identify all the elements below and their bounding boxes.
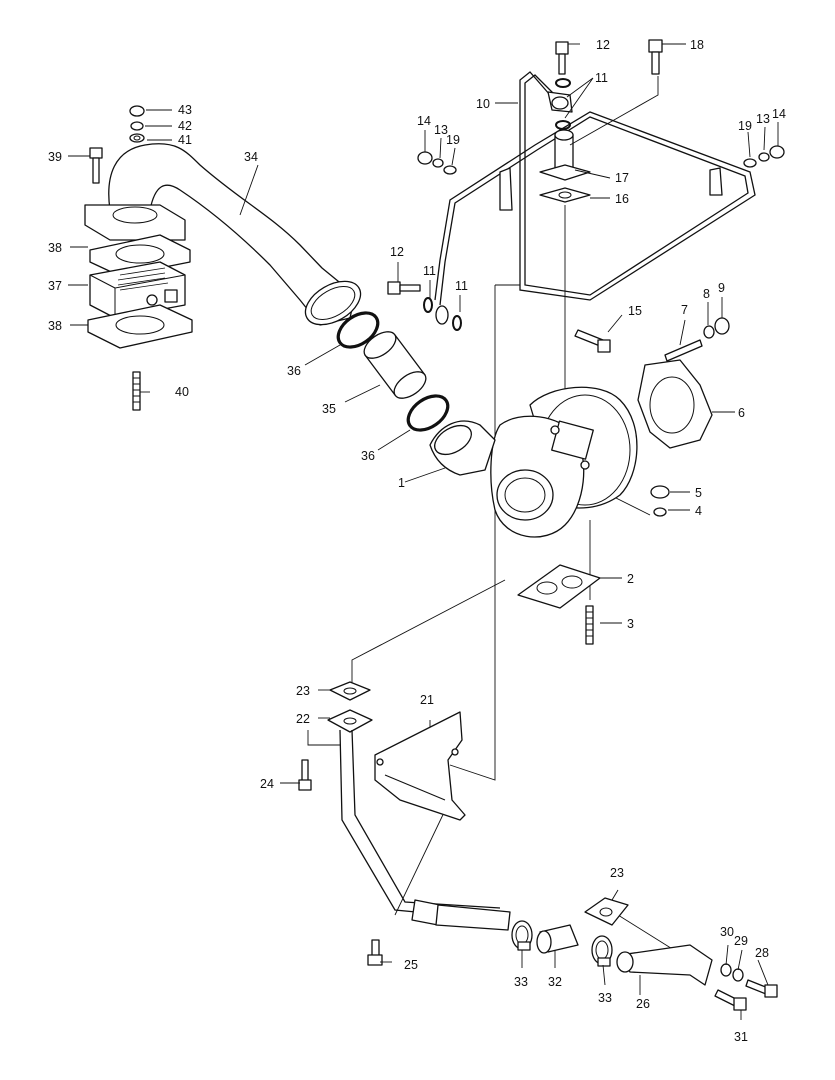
callout-label: 42 bbox=[178, 119, 192, 133]
bolt bbox=[648, 39, 663, 75]
callout-label: 13 bbox=[756, 112, 770, 126]
callout-label: 36 bbox=[361, 449, 375, 463]
callout-leaders bbox=[68, 43, 779, 1020]
flange-gasket bbox=[637, 359, 713, 449]
fitting bbox=[539, 129, 591, 181]
callout-label: 18 bbox=[690, 38, 704, 52]
washer bbox=[743, 158, 757, 168]
bolt bbox=[298, 759, 312, 791]
stud bbox=[585, 605, 594, 645]
drain-gasket-lower bbox=[584, 897, 629, 926]
drain-gasket-upper bbox=[329, 681, 371, 701]
bracket bbox=[374, 711, 466, 821]
callout-label: 9 bbox=[718, 281, 725, 295]
callout-label: 43 bbox=[178, 103, 192, 117]
callout-label: 41 bbox=[178, 133, 192, 147]
callout-label: 11 bbox=[423, 264, 436, 278]
callout-label: 31 bbox=[734, 1030, 748, 1044]
callout-label: 23 bbox=[296, 684, 310, 698]
elbow-pipe bbox=[84, 143, 362, 326]
callout-label: 5 bbox=[695, 486, 702, 500]
fitting-gasket bbox=[539, 187, 591, 203]
bolt bbox=[714, 989, 747, 1011]
bolt bbox=[89, 147, 103, 184]
callout-label: 13 bbox=[434, 123, 448, 137]
oil-feed-pipe bbox=[434, 71, 756, 306]
callout-label: 22 bbox=[296, 712, 310, 726]
o-ring-lower bbox=[406, 394, 450, 432]
callout-label: 25 bbox=[404, 958, 418, 972]
connecting-sleeve bbox=[363, 331, 427, 399]
hose-clamp-right bbox=[591, 935, 613, 967]
base-gasket bbox=[517, 564, 601, 609]
callout-label: 40 bbox=[175, 385, 189, 399]
callout-label: 4 bbox=[695, 504, 702, 518]
callout-label: 35 bbox=[322, 402, 336, 416]
drain-flange bbox=[327, 709, 373, 733]
callout-label: 33 bbox=[514, 975, 528, 989]
callout-label: 32 bbox=[548, 975, 562, 989]
o-ring-upper bbox=[336, 311, 380, 349]
stud-washer-nut bbox=[664, 317, 730, 362]
bolt bbox=[367, 939, 383, 966]
callout-label: 19 bbox=[738, 119, 752, 133]
callout-label: 17 bbox=[615, 171, 629, 185]
callout-label: 11 bbox=[455, 279, 468, 293]
callout-label: 8 bbox=[703, 287, 710, 301]
banjo-bolt-side bbox=[387, 281, 462, 331]
callout-label: 33 bbox=[598, 991, 612, 1005]
bolt bbox=[574, 329, 611, 353]
callout-label: 12 bbox=[596, 38, 610, 52]
washer bbox=[720, 963, 732, 977]
callout-label: 30 bbox=[720, 925, 734, 939]
callout-label: 28 bbox=[755, 946, 769, 960]
callout-label: 37 bbox=[48, 279, 62, 293]
callout-label: 29 bbox=[734, 934, 748, 948]
banjo-bolt-top bbox=[555, 41, 571, 130]
callout-label: 16 bbox=[615, 192, 629, 206]
callout-label: 36 bbox=[287, 364, 301, 378]
callout-label: 3 bbox=[627, 617, 634, 631]
callout-label: 1 bbox=[398, 476, 405, 490]
gasket-lower bbox=[87, 304, 193, 349]
washer bbox=[432, 158, 444, 168]
callout-label: 23 bbox=[610, 866, 624, 880]
callout-label: 2 bbox=[627, 572, 634, 586]
callout-label: 12 bbox=[390, 245, 404, 259]
callout-label: 7 bbox=[681, 303, 688, 317]
nut bbox=[650, 485, 670, 499]
nut bbox=[417, 151, 433, 165]
washer bbox=[758, 152, 770, 162]
nut bbox=[769, 145, 785, 159]
hose-clamp-left bbox=[511, 920, 533, 951]
callout-label: 38 bbox=[48, 319, 62, 333]
stud bbox=[132, 371, 141, 411]
nut-washer-stack bbox=[129, 105, 145, 143]
bolt bbox=[745, 979, 778, 998]
callout-label: 15 bbox=[628, 304, 642, 318]
hose bbox=[536, 924, 579, 954]
return-pipe bbox=[616, 944, 713, 986]
callout-label: 6 bbox=[738, 406, 745, 420]
callout-label: 39 bbox=[48, 150, 62, 164]
callout-label: 21 bbox=[420, 693, 434, 707]
callout-label: 19 bbox=[446, 133, 460, 147]
oil-drain-pipe bbox=[339, 729, 511, 931]
washer bbox=[653, 507, 667, 517]
callout-labels: 1 2 3 4 5 6 7 8 9 10 11 11 11 12 12 13 1… bbox=[48, 38, 786, 1044]
callout-label: 38 bbox=[48, 241, 62, 255]
callout-label: 26 bbox=[636, 997, 650, 1011]
washer bbox=[732, 968, 744, 982]
turbocharger bbox=[429, 386, 638, 538]
callout-label: 10 bbox=[476, 97, 490, 111]
callout-label: 14 bbox=[772, 107, 786, 121]
callout-label: 11 bbox=[595, 71, 608, 85]
washer bbox=[443, 165, 457, 175]
callout-label: 14 bbox=[417, 114, 431, 128]
callout-label: 34 bbox=[244, 150, 258, 164]
valve-body bbox=[89, 261, 186, 319]
callout-label: 24 bbox=[260, 777, 274, 791]
